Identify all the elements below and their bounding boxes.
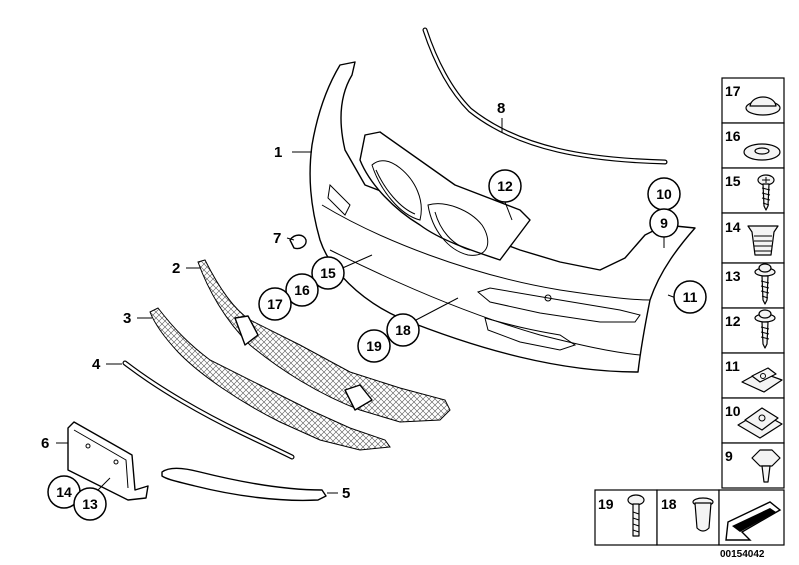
circled-callout-13: 13 xyxy=(73,487,107,521)
circled-callout-9: 9 xyxy=(649,208,679,238)
svg-text:9: 9 xyxy=(660,215,668,231)
parts-column-label-17: 17 xyxy=(725,83,741,99)
circled-callout-10: 10 xyxy=(647,177,681,211)
parts-column-label-10: 10 xyxy=(725,403,741,419)
circled-callout-15: 15 xyxy=(311,256,345,290)
circled-callout-12: 12 xyxy=(488,169,522,203)
callout-labels: 1 2 3 4 5 6 7 8 xyxy=(41,100,505,502)
callout-2: 2 xyxy=(172,260,180,277)
circled-callout-11: 11 xyxy=(673,280,707,314)
parts-row-label-19: 19 xyxy=(598,496,614,512)
parts-column: 17 16 15 14 13 12 11 10 9 xyxy=(721,77,785,489)
svg-text:11: 11 xyxy=(683,289,698,305)
circled-callout-19: 19 xyxy=(357,329,391,363)
parts-column-label-15: 15 xyxy=(725,173,741,189)
spring-nut-icon xyxy=(737,407,783,439)
parts-column-label-14: 14 xyxy=(725,219,741,235)
circled-callout-18: 18 xyxy=(386,313,420,347)
svg-text:12: 12 xyxy=(497,178,513,194)
arrow-icon xyxy=(725,501,782,541)
callout-1: 1 xyxy=(274,144,282,161)
svg-text:16: 16 xyxy=(294,282,310,298)
license-plate-bracket-part xyxy=(67,421,149,501)
diagram-code: 00154042 xyxy=(720,549,765,560)
bolt-icon xyxy=(627,494,645,537)
parts-column-label-11: 11 xyxy=(725,358,740,374)
circled-callout-14: 14 xyxy=(47,475,81,509)
svg-text:19: 19 xyxy=(366,338,382,354)
lower-trim-part xyxy=(161,467,327,502)
parts-column-label-13: 13 xyxy=(725,268,741,284)
collar-screw-icon xyxy=(754,309,776,349)
lower-grille-part xyxy=(149,307,391,451)
callout-4: 4 xyxy=(92,356,101,373)
clip-nut-icon xyxy=(741,367,783,393)
moulding-strip-part xyxy=(122,360,295,460)
circled-callout-16: 16 xyxy=(285,273,319,307)
parts-column-label-16: 16 xyxy=(725,128,741,144)
callout-3: 3 xyxy=(123,310,131,327)
svg-text:15: 15 xyxy=(320,265,336,281)
screw-icon xyxy=(757,174,775,211)
plug-icon xyxy=(692,497,714,532)
svg-text:17: 17 xyxy=(267,296,283,312)
callout-8: 8 xyxy=(497,100,505,117)
parts-column-label-12: 12 xyxy=(725,313,741,329)
grommet-icon xyxy=(745,96,781,116)
svg-text:10: 10 xyxy=(656,186,672,202)
bumper-panel-part xyxy=(309,61,696,373)
callout-7: 7 xyxy=(273,230,281,247)
svg-text:13: 13 xyxy=(82,496,98,512)
circled-callouts: 12 10 9 15 16 17 18 19 11 14 13 xyxy=(47,169,707,521)
callout-6: 6 xyxy=(41,435,49,452)
expanding-nut-icon xyxy=(747,225,779,256)
collar-screw-icon xyxy=(754,263,776,305)
svg-text:18: 18 xyxy=(395,322,411,338)
washer-icon xyxy=(743,143,781,161)
parts-column-label-9: 9 xyxy=(725,448,733,464)
clip-part xyxy=(289,234,307,250)
parts-row: 19 18 xyxy=(594,489,785,546)
rivet-icon xyxy=(751,449,781,483)
circled-callout-17: 17 xyxy=(258,287,292,321)
callout-5: 5 xyxy=(342,485,350,502)
upper-grille-part xyxy=(197,259,451,423)
trim-strip-part xyxy=(422,27,668,165)
parts-row-label-18: 18 xyxy=(661,496,677,512)
svg-text:14: 14 xyxy=(56,484,72,500)
